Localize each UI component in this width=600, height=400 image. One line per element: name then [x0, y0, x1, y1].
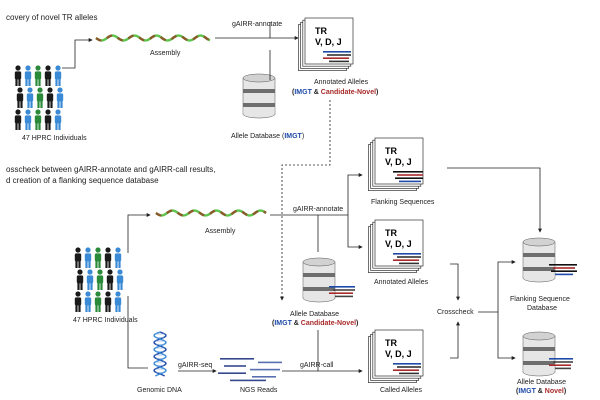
- person-icon: [86, 269, 94, 290]
- person-icon: [104, 247, 112, 268]
- person-icon: [74, 291, 82, 312]
- card-line-vdj: V, D, J: [315, 37, 342, 47]
- genomic-dna-label: Genomic DNA: [137, 387, 182, 394]
- section2-allele-db-note: (IMGT & Candidate-Novel): [272, 320, 358, 327]
- individuals-group-1: [14, 65, 64, 130]
- arrow-individuals-to-assembly-1: [62, 38, 93, 69]
- person-icon: [114, 247, 122, 268]
- arrow-individuals-to-assembly-2: [127, 213, 151, 253]
- section2-title-line1: osscheck between gAIRR-annotate and gAIR…: [6, 165, 215, 174]
- flanking-sequence-database: [522, 237, 577, 283]
- assembly-wave-1-overlay: [95, 34, 211, 42]
- ngs-reads-icon: [218, 358, 282, 382]
- final-db-label: Allele Database: [517, 379, 566, 386]
- person-icon: [24, 109, 32, 130]
- final-db-note: (IMGT & Novel): [516, 388, 566, 395]
- section2-individuals-label: 47 HPRC Individuals: [73, 317, 138, 324]
- annotated-alleles-card-2: TRV, D, J: [368, 219, 424, 273]
- section2-assembly-label: Assembly: [205, 228, 236, 235]
- person-icon: [14, 65, 22, 86]
- allele-database-1: [242, 73, 276, 119]
- card-line-tr: TR: [315, 26, 327, 36]
- arrow-to-flanking-sequences: [347, 173, 363, 215]
- card-line-vdj: V, D, J: [385, 349, 412, 359]
- section1-annotated-note: (IMGT & Candidate-Novel): [292, 89, 378, 96]
- flanking-db-label-line1: Flanking Sequence: [510, 296, 570, 303]
- person-icon: [34, 109, 42, 130]
- annotated-alleles-card-1: TRV, D, J: [298, 17, 354, 71]
- person-icon: [44, 109, 52, 130]
- dna-helix-icon: [153, 331, 167, 377]
- gairr-call-label: gAIRR-call: [300, 362, 334, 369]
- person-icon: [56, 87, 64, 108]
- person-icon: [34, 65, 42, 86]
- person-icon: [54, 65, 62, 86]
- section2-annotated-alleles-label: Annotated Alleles: [374, 279, 429, 286]
- arrow-individuals-to-dna: [127, 296, 148, 369]
- person-icon: [36, 87, 44, 108]
- assembly-wave-2-overlay: [155, 209, 267, 217]
- section2-annotate-label: gAIRR-annotate: [293, 206, 343, 213]
- arrow-flanking-to-flanking-db: [447, 167, 542, 233]
- gairr-seq-label: gAIRR-seq: [178, 362, 212, 369]
- person-icon: [44, 65, 52, 86]
- person-icon: [54, 109, 62, 130]
- person-icon: [76, 269, 84, 290]
- person-icon: [116, 269, 124, 290]
- called-alleles-card: TRV, D, J: [368, 329, 424, 383]
- flanking-sequences-card: TRV, D, J: [368, 137, 424, 191]
- person-icon: [84, 291, 92, 312]
- person-icon: [26, 87, 34, 108]
- person-icon: [106, 269, 114, 290]
- ngs-reads-label: NGS Reads: [240, 387, 278, 394]
- called-alleles-label: Called Alleles: [380, 387, 423, 394]
- person-icon: [14, 109, 22, 130]
- section1-annotated-alleles-label: Annotated Alleles: [314, 79, 369, 86]
- person-icon: [96, 269, 104, 290]
- crosscheck-label: Crosscheck: [437, 309, 474, 316]
- person-icon: [46, 87, 54, 108]
- card-line-vdj: V, D, J: [385, 239, 412, 249]
- person-icon: [74, 247, 82, 268]
- person-icon: [94, 247, 102, 268]
- card-line-vdj: V, D, J: [385, 157, 412, 167]
- arrow-to-flanking-db: [497, 260, 516, 312]
- final-allele-database: [522, 331, 573, 377]
- individuals-group-2: [74, 247, 124, 312]
- card-line-tr: TR: [385, 338, 397, 348]
- section2-allele-db-label: Allele Database: [290, 311, 339, 318]
- card-line-tr: TR: [385, 146, 397, 156]
- person-icon: [84, 247, 92, 268]
- person-icon: [104, 291, 112, 312]
- allele-database-2: [302, 257, 355, 303]
- flanking-db-label-line2: Database: [527, 305, 557, 312]
- section1-annotate-label: gAIRR-annotate: [232, 21, 282, 28]
- card-line-tr: TR: [385, 228, 397, 238]
- section1-assembly-label: Assembly: [150, 50, 181, 57]
- arrow-to-final-db: [497, 312, 516, 360]
- arrow-annotated-to-crosscheck: [450, 263, 460, 301]
- dashed-arrow-candidate-novel: [280, 100, 331, 301]
- arrow-called-to-crosscheck: [450, 321, 460, 359]
- arrow-to-annotated-alleles-2: [347, 215, 363, 249]
- person-icon: [16, 87, 24, 108]
- person-icon: [24, 65, 32, 86]
- section2-title-line2: d creation of a flanking sequence databa…: [6, 176, 159, 185]
- section1-individuals-label: 47 HPRC Individuals: [22, 135, 87, 142]
- section1-title: covery of novel TR alleles: [6, 13, 97, 22]
- flanking-sequences-label: Flanking Sequences: [371, 199, 435, 206]
- person-icon: [114, 291, 122, 312]
- section1-allele-db-label: Allele Database (IMGT): [231, 133, 304, 140]
- person-icon: [94, 291, 102, 312]
